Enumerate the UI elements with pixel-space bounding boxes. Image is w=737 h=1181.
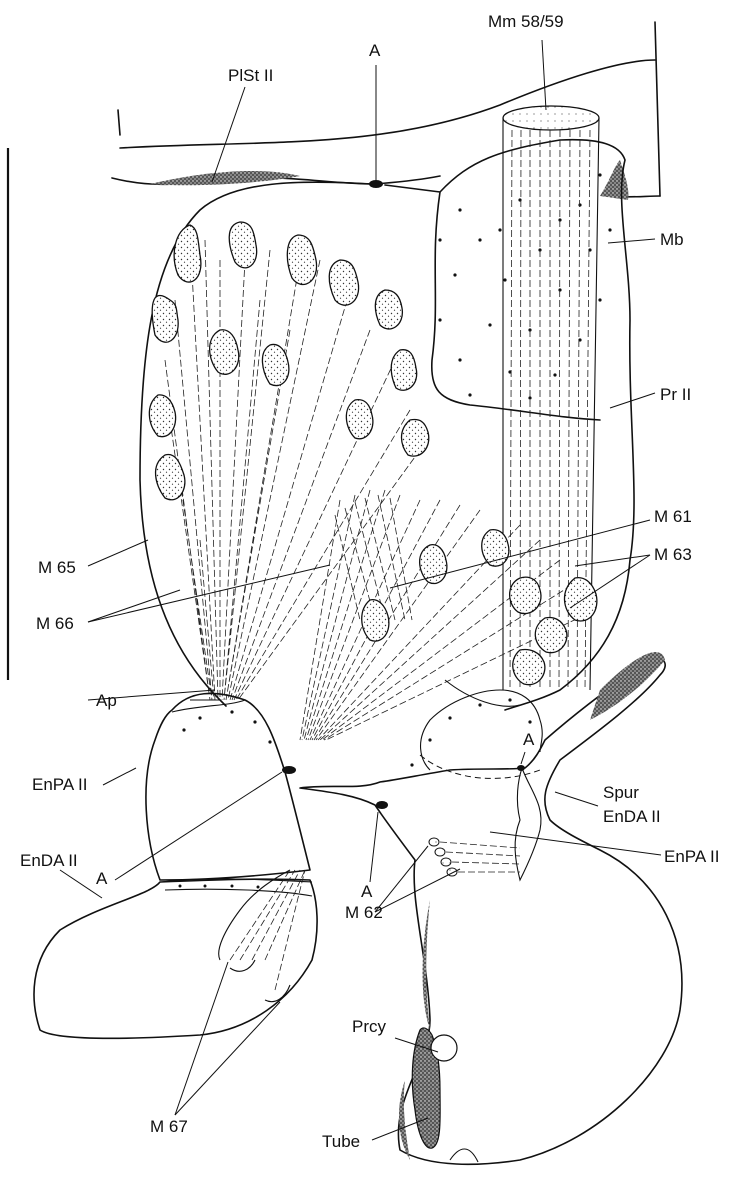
muscles-m61-m63	[300, 490, 597, 740]
membrane-dots	[438, 173, 611, 399]
label-spur: Spur	[603, 783, 639, 802]
label-a-left: A	[96, 869, 108, 888]
label-pr: Pr II	[660, 385, 691, 404]
label-enda-left: EnDA II	[20, 851, 78, 870]
label-a-right: A	[523, 730, 535, 749]
label-plst: PlSt II	[228, 66, 273, 85]
label-m62: M 62	[345, 903, 383, 922]
label-a-top: A	[369, 41, 381, 60]
label-m63: M 63	[654, 545, 692, 564]
label-m61: M 61	[654, 507, 692, 526]
label-m67: M 67	[150, 1117, 188, 1136]
label-enda-right: EnDA II	[603, 807, 661, 826]
enpa-left	[146, 693, 310, 880]
label-m65: M 65	[38, 558, 76, 577]
label-mb: Mb	[660, 230, 684, 249]
label-enpa-left: EnPA II	[32, 775, 87, 794]
label-prcy: Prcy	[352, 1017, 387, 1036]
label-enpa-right: EnPA II	[664, 847, 719, 866]
label-mm5859: Mm 58/59	[488, 12, 564, 31]
label-m66: M 66	[36, 614, 74, 633]
enda-left	[34, 870, 317, 1038]
label-a-mid: A	[361, 882, 373, 901]
label-tube: Tube	[322, 1132, 360, 1151]
label-ap: Ap	[96, 691, 117, 710]
